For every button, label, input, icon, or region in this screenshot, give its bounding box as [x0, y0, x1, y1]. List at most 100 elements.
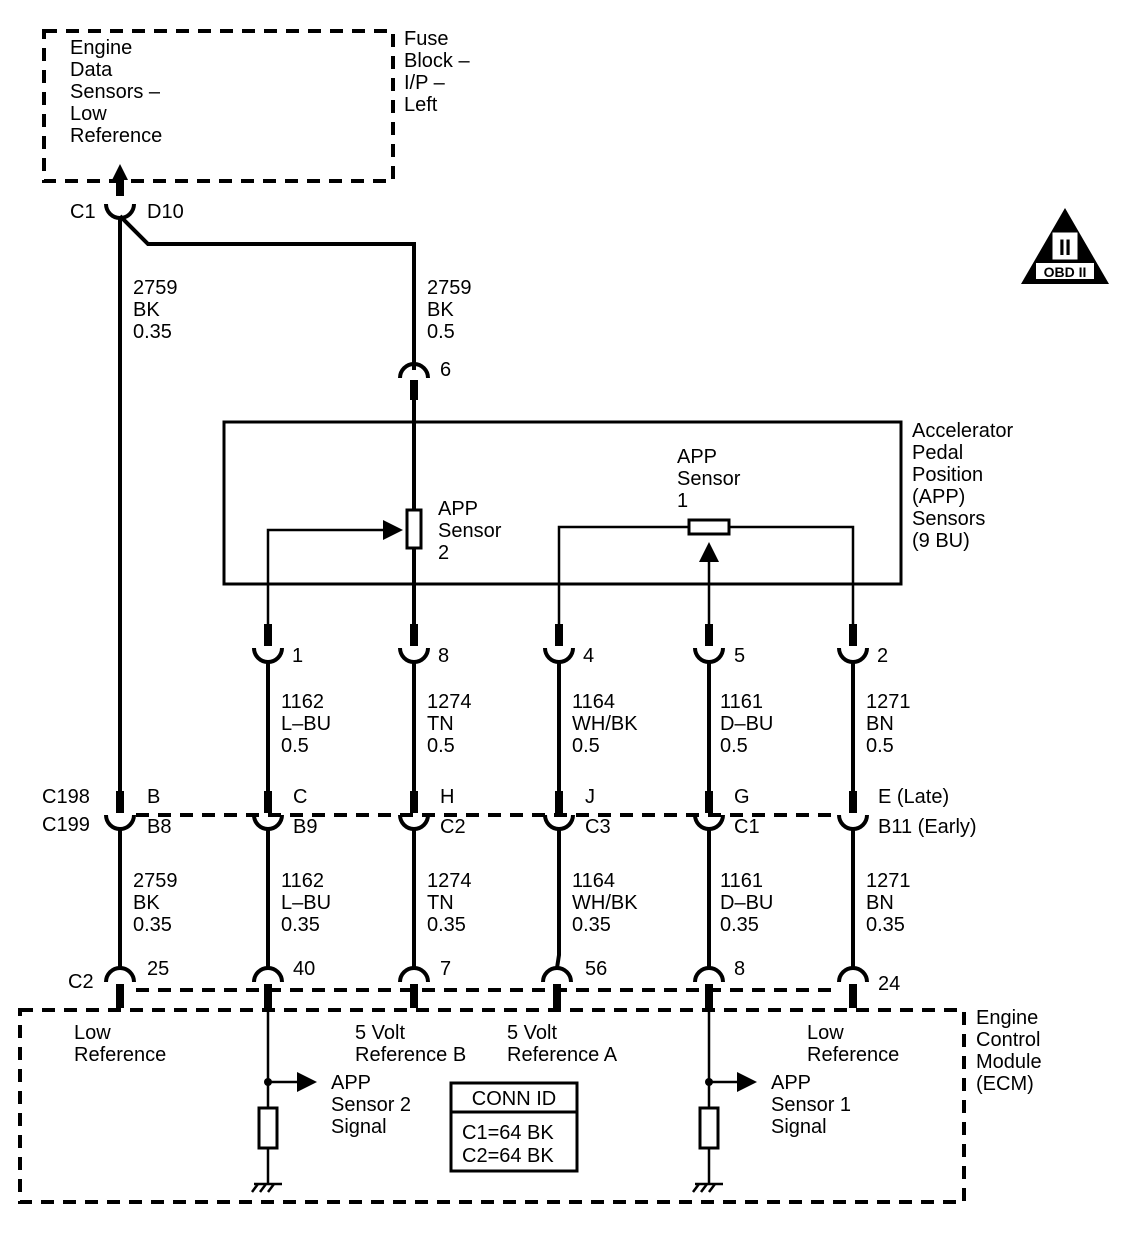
- inline-c199-label: C199: [42, 814, 90, 836]
- svg-text:C: C: [293, 786, 307, 808]
- ecm-sensor1-ground-icon: [692, 1182, 723, 1193]
- inline-pin-g: G C1: [693, 786, 760, 838]
- app-sensor-2-wiper: [266, 520, 403, 628]
- wire-label-mid-1161: 1161 D–BU 0.5: [720, 691, 779, 757]
- svg-text:C3: C3: [585, 816, 611, 838]
- app-pin-1: 1: [252, 624, 303, 667]
- app-pin-8: 8: [398, 624, 449, 667]
- inline-pin-b: B B8: [104, 786, 171, 838]
- app-pin-6-cup: [398, 362, 430, 379]
- ecm-sensor1-pull-resistor: [698, 1106, 720, 1150]
- wire-2759-to-app: [118, 214, 416, 370]
- wire-1164-lower: [555, 828, 561, 969]
- conn-id-table: CONN ID C1=64 BK C2=64 BK: [449, 1081, 579, 1173]
- ecm-sensor2-ground-icon: [251, 1182, 282, 1193]
- wire-label-lower-2759: 2759 BK 0.35: [133, 870, 183, 936]
- inline-pin-e: E (Late) B11 (Early): [837, 786, 977, 838]
- ecm-pin-25: 25: [104, 958, 169, 1008]
- app-connector-pins: 1 8 4 5 2: [252, 624, 888, 667]
- wire-label-lower-1271: 1271 BN 0.35: [866, 870, 916, 936]
- wire-label-mid-1274: 1274 TN 0.5: [427, 691, 477, 757]
- inline-c198-label: C198: [42, 786, 90, 808]
- wire-label-lower-1161: 1161 D–BU 0.35: [720, 870, 779, 936]
- app-pin-6-label: 6: [440, 359, 451, 381]
- svg-text:8: 8: [438, 645, 449, 667]
- app-sensor-1-lead-right: [729, 525, 855, 628]
- conn-id-row-c1: C1=64 BK: [462, 1122, 554, 1144]
- app-sensor-2-label: APP Sensor 2: [438, 498, 507, 564]
- app-pin-4: 4: [543, 624, 594, 667]
- splice-c1-label: C1: [70, 201, 96, 223]
- svg-text:5: 5: [734, 645, 745, 667]
- ecm-box: [18, 1008, 966, 1204]
- wire-label-upper-left: 2759 BK 0.35: [133, 277, 183, 343]
- svg-text:1: 1: [292, 645, 303, 667]
- inline-connector-pins: B B8 C B9 H C2 J C3 G C1: [104, 786, 977, 838]
- inline-pin-j: J C3: [543, 786, 611, 838]
- wire-label-lower-1274: 1274 TN 0.35: [427, 870, 477, 936]
- svg-text:B11 (Early): B11 (Early): [878, 816, 977, 838]
- svg-text:7: 7: [440, 958, 451, 980]
- app-assembly-label: Accelerator Pedal Position (APP) Sensors…: [912, 420, 1019, 552]
- conn-id-title: CONN ID: [472, 1088, 556, 1110]
- app-sensor-1-lead-left: [557, 525, 689, 628]
- ecm-low-reference-left: Low Reference: [74, 1022, 166, 1066]
- svg-text:C1: C1: [734, 816, 760, 838]
- wire-label-lower-1162: 1162 L–BU 0.35: [281, 870, 337, 936]
- svg-text:B: B: [147, 786, 160, 808]
- ecm-sensor2-signal-label: APP Sensor 2 Signal: [331, 1072, 417, 1138]
- obd-badge-label: OBD II: [1044, 264, 1087, 280]
- app-assembly-box: [222, 420, 903, 586]
- svg-text:8: 8: [734, 958, 745, 980]
- fuse-block-output-arrow: [112, 164, 128, 180]
- svg-text:B8: B8: [147, 816, 171, 838]
- svg-text:24: 24: [878, 973, 900, 995]
- wire-label-upper-right: 2759 BK 0.5: [427, 277, 477, 343]
- inline-pin-c: C B9: [252, 786, 317, 838]
- app-pin-6-terminal: [410, 380, 418, 400]
- svg-text:B9: B9: [293, 816, 317, 838]
- app-sensor-2-resistor: [405, 508, 423, 550]
- wire-label-mid-1164: 1164 WH/BK 0.5: [572, 691, 643, 757]
- ecm-sensor2-pull-resistor: [257, 1106, 279, 1150]
- fuse-block-box: [42, 29, 395, 183]
- wire-label-mid-1162: 1162 L–BU 0.5: [281, 691, 337, 757]
- splice-d10-label: D10: [147, 201, 184, 223]
- ecm-pin-40: 40: [252, 958, 315, 1008]
- svg-text:56: 56: [585, 958, 607, 980]
- obd-badge-label-box: [1036, 263, 1094, 279]
- svg-text:C2: C2: [440, 816, 466, 838]
- ecm-5v-reference-a: 5 Volt Reference A: [507, 1022, 618, 1066]
- svg-text:4: 4: [583, 645, 594, 667]
- app-pin-2: 2: [837, 624, 888, 667]
- svg-text:2: 2: [877, 645, 888, 667]
- fuse-block-box-label: Engine Data Sensors – Low Reference: [70, 37, 166, 147]
- app-sensor-1-label: APP Sensor 1: [677, 446, 746, 512]
- ecm-pin-24: 24: [837, 966, 900, 1008]
- obd-badge-numeral: II: [1059, 235, 1071, 260]
- app-sensor-1-resistor: [687, 518, 731, 536]
- ecm-connector-pins: 25 40 7 56 8 24: [104, 958, 900, 1008]
- svg-text:J: J: [585, 786, 595, 808]
- svg-text:40: 40: [293, 958, 315, 980]
- ecm-pin-8: 8: [693, 958, 745, 1008]
- wire-label-lower-1164: 1164 WH/BK 0.35: [572, 870, 643, 936]
- ecm-label: Engine Control Module (ECM): [976, 1007, 1047, 1095]
- ecm-sensor1-signal-label: APP Sensor 1 Signal: [771, 1072, 857, 1138]
- app-pin-5: 5: [693, 624, 745, 667]
- svg-text:25: 25: [147, 958, 169, 980]
- inline-pin-h: H C2: [398, 786, 466, 838]
- ecm-pin-56: 56: [541, 958, 607, 1008]
- ecm-pin-7: 7: [398, 958, 451, 1008]
- wire-label-mid-1271: 1271 BN 0.5: [866, 691, 916, 757]
- ecm-low-reference-right: Low Reference: [807, 1022, 899, 1066]
- splice-c1-cup: [104, 203, 136, 220]
- ecm-c2-label: C2: [68, 971, 94, 993]
- fuse-block-side-label: Fuse Block – I/P – Left: [404, 28, 475, 116]
- conn-id-row-c2: C2=64 BK: [462, 1145, 554, 1167]
- fuse-block-output-stub: [116, 178, 124, 196]
- ecm-5v-reference-b: 5 Volt Reference B: [355, 1022, 466, 1066]
- svg-text:H: H: [440, 786, 454, 808]
- svg-text:G: G: [734, 786, 750, 808]
